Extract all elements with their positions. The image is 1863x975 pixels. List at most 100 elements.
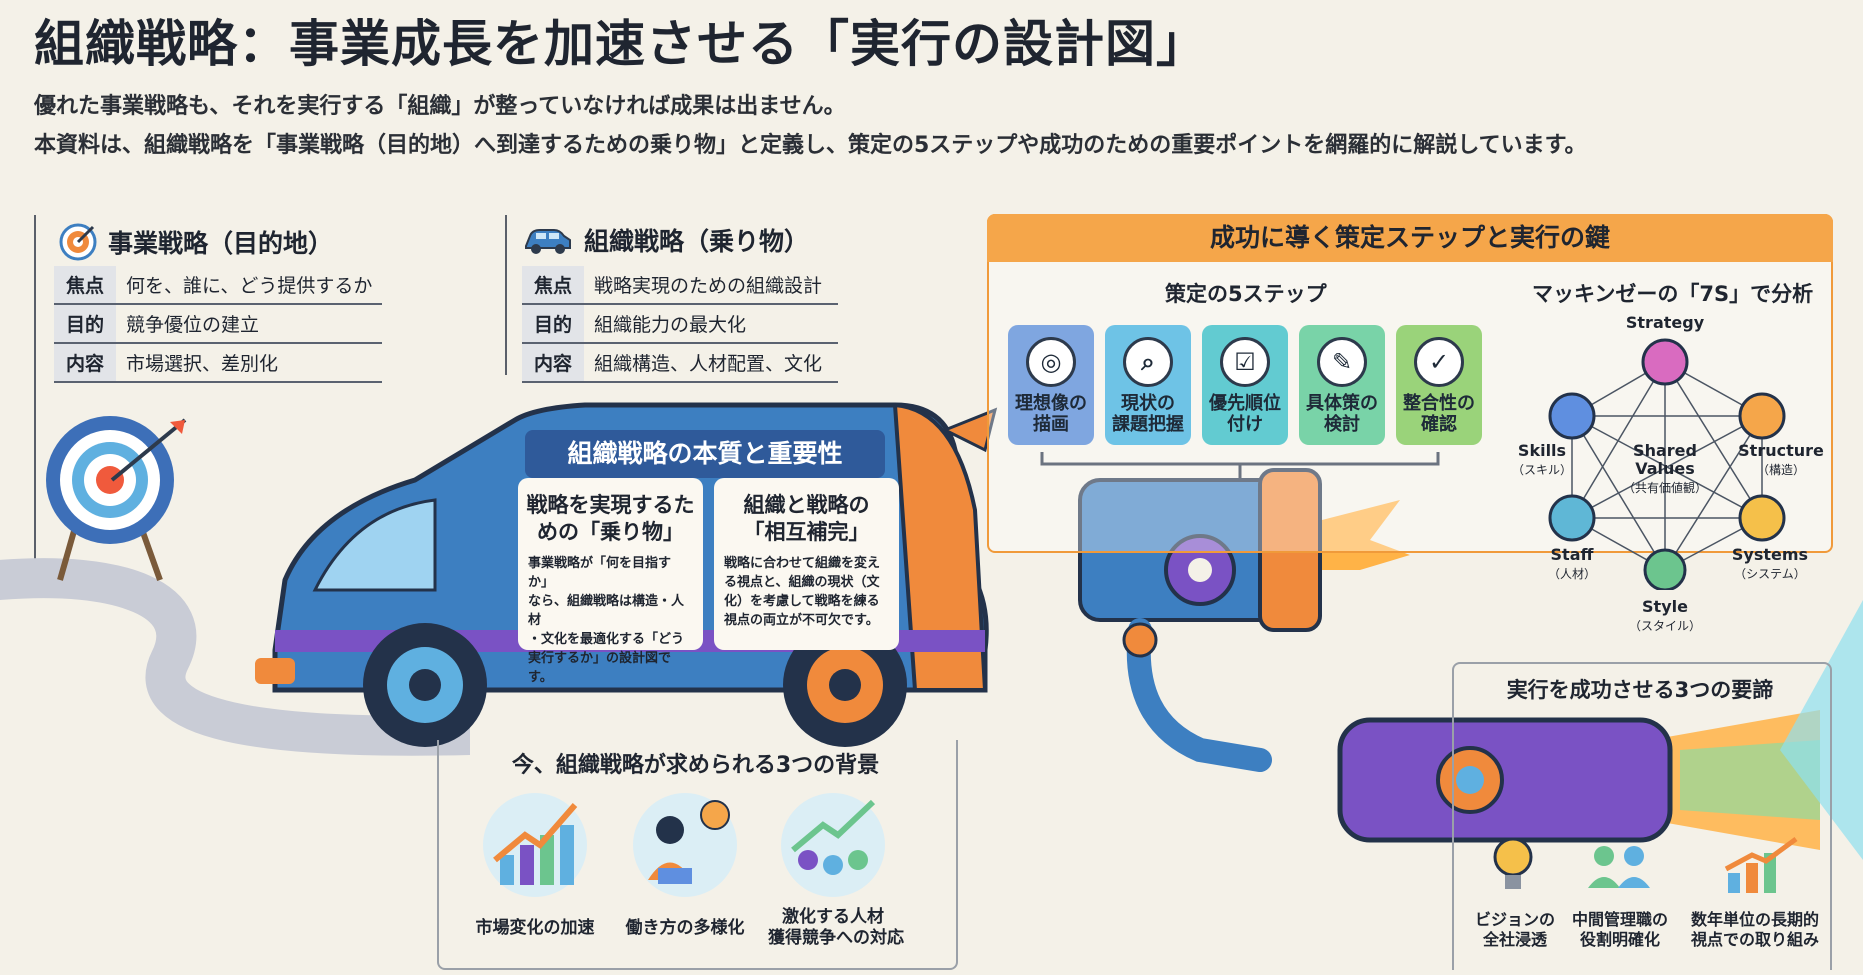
- van-windshield: [312, 498, 437, 592]
- style-node: [1643, 548, 1687, 590]
- row-value: 競争優位の建立: [116, 304, 383, 344]
- step-1: ◎ 理想像の描画: [1008, 325, 1094, 445]
- long-term-chart-icon: [1724, 836, 1798, 893]
- table-row: 内容組織構造、人材配置、文化: [522, 343, 838, 383]
- background-label: 激化する人材獲得競争への対応: [768, 907, 904, 948]
- org-strategy-title: 組織戦略（乗り物）: [584, 227, 810, 256]
- label-staff: Staff（人材）: [1547, 545, 1596, 582]
- target-icon: ◎: [1026, 337, 1076, 387]
- staff-node: [1548, 494, 1596, 542]
- van-card-vehicle: 戦略を実現するための「乗り物」 事業戦略が「何を目指すか」なら、組織戦略は構造・…: [518, 478, 703, 685]
- row-value: 市場選択、差別化: [116, 343, 383, 383]
- engine-cylinder: [1258, 468, 1322, 632]
- card-title: 組織と戦略の「相互補完」: [743, 493, 870, 544]
- step-2: ⌕ 現状の課題把握: [1105, 325, 1191, 445]
- row-key: 焦点: [522, 266, 584, 305]
- growth-chart-icon: [483, 793, 587, 897]
- execution-key-label: 数年単位の長期的視点での取り組み: [1690, 910, 1819, 949]
- business-strategy-title: 事業戦略（目的地）: [108, 229, 334, 258]
- lightbulb-icon: [1493, 837, 1533, 889]
- step-label: 課題把握: [1112, 414, 1184, 435]
- execution-key-label: 中間管理職の役割明確化: [1571, 910, 1668, 949]
- checklist-icon: ☑: [1220, 337, 1270, 387]
- table-row: 焦点戦略実現のための組織設計: [522, 266, 838, 305]
- execution-keys-panel: [1452, 662, 1832, 970]
- execution-key-label: ビジョンの全社浸透: [1474, 910, 1555, 949]
- background-label: 働き方の多様化: [625, 918, 745, 938]
- label-strategy: Strategy: [1625, 313, 1705, 332]
- managers-icon: [1588, 846, 1650, 888]
- van-card-complement: 組織と戦略の「相互補完」 戦略に合わせて組織を変える視点と、組織の現状（文化）を…: [714, 478, 899, 650]
- background-label: 市場変化の加速: [475, 918, 595, 938]
- step-label: 理想像の: [1015, 393, 1087, 414]
- robot-arm: [1126, 618, 1272, 772]
- steps-bracket: [1040, 452, 1440, 478]
- arrow-icon: [110, 418, 187, 482]
- card-body: 戦略に合わせて組織を変える視点と、組織の現状（文化）を考慮して戦略を練る視点の両…: [724, 556, 881, 628]
- step-label: 整合性の: [1403, 393, 1475, 414]
- row-key: 目的: [54, 304, 116, 344]
- van-banner: 組織戦略の本質と重要性: [567, 439, 843, 468]
- systems-node: [1738, 494, 1786, 542]
- label-style: Style（スタイル）: [1628, 597, 1701, 634]
- skills-node: [1548, 392, 1596, 440]
- strategy-node: [1641, 338, 1689, 386]
- engine-illustration: [1078, 468, 1410, 772]
- background-heading: 今、組織戦略が求められる3つの背景: [511, 753, 880, 778]
- structure-node: [1738, 392, 1786, 440]
- intro-line-1: 優れた事業戦略も、それを実行する「組織」が整っていなければ成果は出ません。: [34, 94, 846, 119]
- keys-panel-header: 成功に導く策定ステップと実行の鍵: [987, 214, 1833, 262]
- execution-keys-heading: 実行を成功させる3つの要諦: [1506, 678, 1774, 702]
- van-rear-panel: [892, 402, 988, 692]
- row-key: 目的: [522, 304, 584, 344]
- step-label: 具体策の: [1306, 393, 1378, 414]
- page-title: 組織戦略：事業成長を加速させる「実行の設計図」: [34, 15, 1207, 73]
- step-label: 現状の: [1121, 393, 1175, 414]
- magnifier-icon: ⌕: [1123, 337, 1173, 387]
- road-and-target-illustration: [0, 416, 470, 756]
- table-row: 目的組織能力の最大化: [522, 304, 838, 344]
- row-value: 何を、誰に、どう提供するか: [116, 266, 383, 305]
- steps-heading: 策定の5ステップ: [1165, 282, 1327, 306]
- step-5: ✓ 整合性の確認: [1396, 325, 1482, 445]
- step-label: 付け: [1227, 414, 1263, 435]
- talent-competition-icon: [781, 793, 885, 897]
- table-row: 焦点何を、誰に、どう提供するか: [54, 266, 383, 305]
- card-body: 事業戦略が「何を目指すか」なら、組織戦略は構造・人材・文化を最適化する「どう実行…: [528, 556, 685, 685]
- check-circle-icon: ✓: [1414, 337, 1464, 387]
- seven-s-diagram: [1548, 338, 1786, 590]
- business-strategy-heading: 事業戦略（目的地）: [58, 222, 333, 262]
- van-banner-bg: [525, 430, 885, 478]
- org-strategy-table: 焦点戦略実現のための組織設計 目的組織能力の最大化 内容組織構造、人材配置、文化: [522, 266, 838, 383]
- step-label: 検討: [1324, 414, 1360, 435]
- step-label: 優先順位: [1209, 393, 1281, 414]
- table-row: 目的競争優位の建立: [54, 304, 383, 344]
- section-divider: [505, 215, 507, 375]
- row-value: 組織能力の最大化: [584, 304, 838, 344]
- background-panel: [437, 740, 958, 970]
- intro-line-2: 本資料は、組織戦略を「事業戦略（目的地）へ到達するための乗り物」と定義し、策定の…: [34, 133, 1587, 158]
- card-title: 戦略を実現するための「乗り物」: [526, 493, 695, 544]
- row-key: 内容: [522, 343, 584, 383]
- label-structure: Structure（構造）: [1738, 441, 1824, 478]
- org-strategy-heading: 組織戦略（乗り物）: [522, 222, 809, 258]
- section-divider: [34, 215, 36, 575]
- label-systems: Systems（システム）: [1731, 545, 1809, 582]
- step-4: ✎ 具体策の検討: [1299, 325, 1385, 445]
- row-value: 組織構造、人材配置、文化: [584, 343, 838, 383]
- table-row: 内容市場選択、差別化: [54, 343, 383, 383]
- step-3: ☑ 優先順位付け: [1202, 325, 1288, 445]
- remote-worker-icon: [633, 793, 737, 897]
- document-pen-icon: ✎: [1317, 337, 1367, 387]
- corner-light-beam: [1780, 600, 1863, 860]
- mckinsey-heading: マッキンゼーの「7S」で分析: [1532, 282, 1814, 306]
- car-icon: [525, 229, 571, 254]
- step-label: 描画: [1033, 414, 1069, 435]
- front-bumper: [255, 658, 295, 684]
- row-key: 焦点: [54, 266, 116, 305]
- label-skills: Skills（スキル）: [1511, 441, 1572, 478]
- winding-road: [0, 558, 470, 756]
- row-value: 戦略実現のための組織設計: [584, 266, 838, 305]
- row-key: 内容: [54, 343, 116, 383]
